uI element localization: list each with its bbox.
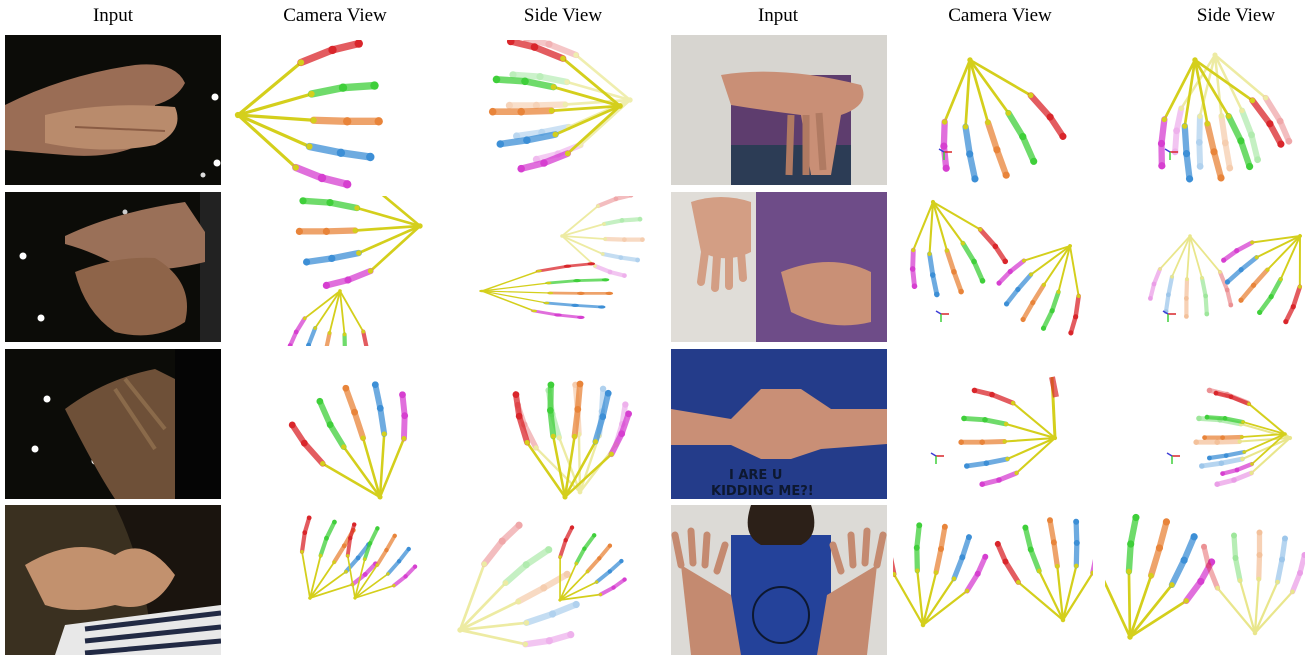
skeleton-side-row4-right (1105, 505, 1305, 655)
skeleton-camera-row3-right (920, 352, 1120, 502)
svg-text:I ARE U: I ARE U (729, 468, 782, 483)
input-photo-row1-right (671, 35, 887, 185)
svg-text:KIDDING ME?!: KIDDING ME?! (711, 484, 814, 499)
skeleton-camera-row1-right (920, 40, 1120, 190)
skeleton-side-row1-left (470, 40, 670, 190)
skeleton-camera-row2-left (250, 196, 450, 346)
skeleton-side-row1-right (1135, 40, 1305, 190)
input-photo-row3-left (5, 349, 221, 499)
skeleton-side-row3-right (1120, 352, 1305, 502)
input-photo-row4-left (5, 505, 221, 655)
skeleton-side-row3-left (470, 352, 670, 502)
skeleton-camera-row3-left (250, 352, 450, 502)
header-camera-view-left: Camera View (255, 5, 415, 27)
input-photo-row2-right (671, 192, 887, 342)
header-camera-view-right: Camera View (920, 5, 1080, 27)
skeleton-camera-row4-right (893, 505, 1093, 655)
header-input-left: Input (33, 5, 193, 27)
header-input-right: Input (698, 5, 858, 27)
skeleton-camera-row2-right (905, 196, 1105, 346)
skeleton-camera-row1-left (232, 40, 432, 190)
skeleton-side-row2-right (1120, 196, 1305, 346)
input-photo-row3-right: I ARE U KIDDING ME?! (671, 349, 887, 499)
input-photo-row1-left (5, 35, 221, 185)
input-photo-row2-left (5, 192, 221, 342)
skeleton-side-row4-left (450, 510, 650, 660)
header-side-view-right: Side View (1156, 5, 1305, 27)
skeleton-side-row2-left (472, 196, 672, 346)
skeleton-camera-row4-left (250, 510, 450, 660)
input-photo-row4-right (671, 505, 887, 655)
header-side-view-left: Side View (483, 5, 643, 27)
